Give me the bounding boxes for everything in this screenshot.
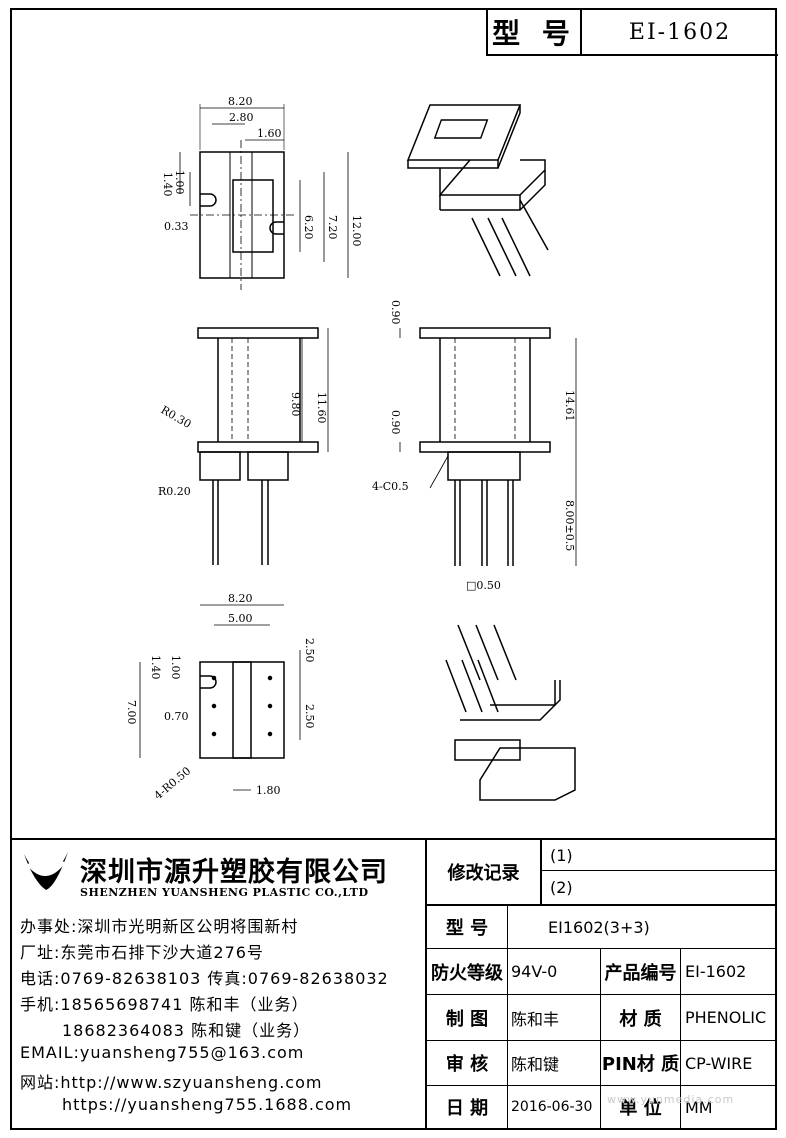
dim-side-l: 14.61 (563, 390, 576, 422)
spec-fire-value: 94V-0 (511, 962, 558, 981)
spec-line-3 (425, 994, 777, 995)
dim-bot-j: 1.80 (256, 784, 281, 797)
dim-bot-i: 4-R0.50 (152, 764, 194, 802)
company-logo (24, 852, 68, 890)
titleblock-divider (425, 838, 427, 1130)
spec-material-label: 材 质 (619, 1008, 662, 1030)
bottom-view (139, 604, 301, 791)
spec-date-label: 日 期 (445, 1098, 489, 1119)
dim-top-e: 7.20 (326, 215, 339, 240)
watermark: www.yunmedia.com (607, 1093, 735, 1106)
spec-col-3 (680, 948, 681, 1130)
company-name-en: SHENZHEN YUANSHENG PLASTIC CO.,LTD (80, 886, 369, 899)
dim-top-b: 2.80 (229, 111, 254, 124)
spec-col-1 (507, 904, 508, 1130)
title-block: 型 号 EI-1602 (486, 10, 778, 56)
dim-bot-h: 2.50 (303, 704, 316, 729)
spec-date-value: 2016-06-30 (511, 1099, 593, 1115)
spec-drawn-label: 制 图 (445, 1008, 489, 1030)
dim-bot-g: 0.70 (164, 710, 189, 723)
spec-drawn-value: 陈和丰 (511, 1009, 560, 1029)
dim-bot-b: 5.00 (228, 612, 253, 625)
dim-side-n: 8.00±0.5 (563, 500, 576, 551)
dim-side-k: 0.90 (389, 410, 402, 435)
spec-code-value: EI-1602 (685, 962, 747, 981)
dim-bot-a: 8.20 (228, 592, 253, 605)
spec-material-value: PHENOLIC (685, 1008, 767, 1027)
dim-bot-e: 1.00 (169, 655, 182, 680)
dim-side-j: 0.90 (389, 300, 402, 325)
factory-address: 厂址:东莞市石排下沙大道276号 (20, 943, 264, 962)
dim-top-i: 0.33 (164, 220, 189, 233)
email: EMAIL:yuansheng755@163.com (20, 1043, 305, 1062)
spec-col-2 (600, 948, 601, 1130)
dim-top-g: 1.40 (161, 172, 174, 197)
dim-top-f: 12.00 (350, 215, 363, 247)
dim-side-m: 4-C0.5 (372, 480, 409, 493)
mobile-2: 18682364083 陈和键（业务） (62, 1021, 311, 1040)
dim-front-h: 11.60 (315, 392, 328, 424)
office-address: 办事处:深圳市光明新区公明将围新村 (20, 917, 299, 936)
front-view (197, 327, 329, 565)
spec-unit-label: 单 位 (619, 1098, 662, 1119)
dim-front-g: 9.80 (289, 392, 302, 417)
spec-model-label: 型 号 (445, 918, 489, 939)
dim-front-r1: R0.30 (159, 403, 194, 431)
website-1: 网站:http://www.szyuansheng.com (20, 1073, 323, 1092)
dim-top-h: 1.00 (173, 170, 186, 195)
spec-fire-label: 防火等级 (431, 962, 503, 984)
rev-mid-line (540, 870, 777, 871)
model-label: 型 号 (488, 10, 582, 54)
revision-2: (2) (550, 878, 573, 897)
spec-pin-label: PIN材 质 (601, 1054, 680, 1075)
mobile-1: 手机:18565698741 陈和丰（业务） (20, 995, 309, 1014)
spec-unit-value: MM (685, 1097, 713, 1117)
spec-pin-value: CP-WIRE (685, 1053, 753, 1073)
spec-model-value: EI1602(3+3) (548, 917, 650, 937)
spec-check-value: 陈和键 (511, 1055, 560, 1074)
spec-code-label: 产品编号 (604, 962, 677, 984)
revision-1: (1) (550, 845, 573, 865)
spec-line-5 (425, 1085, 777, 1086)
dim-side-o: □0.50 (466, 579, 501, 592)
company-name-cn: 深圳市源升塑胶有限公司 (80, 857, 388, 888)
dim-front-r2: R0.20 (158, 485, 191, 498)
isometric-view-top (406, 104, 549, 277)
titleblock-top-line (10, 838, 777, 840)
dim-bot-f: 7.00 (125, 700, 138, 725)
drawing-frame (10, 8, 777, 1130)
dim-bot-c: 2.50 (303, 638, 316, 663)
rev-divider (540, 838, 542, 904)
phone-fax: 电话:0769-82638103 传真:0769-82638032 (20, 969, 389, 988)
website-2: https://yuansheng755.1688.com (62, 1095, 353, 1114)
model-value: EI-1602 (628, 19, 732, 45)
side-view (399, 327, 577, 566)
dim-bot-d: 1.40 (149, 655, 162, 680)
spec-line-1 (425, 904, 777, 906)
dim-top-d: 6.20 (302, 215, 315, 240)
dim-top-a: 8.20 (228, 95, 253, 108)
dim-top-c: 1.60 (257, 127, 282, 140)
spec-check-label: 审 核 (445, 1054, 489, 1075)
spec-line-4 (425, 1040, 777, 1041)
top-view (179, 104, 349, 290)
spec-line-2 (425, 948, 777, 949)
revision-label: 修改记录 (447, 863, 520, 884)
isometric-view-bottom (445, 624, 576, 801)
